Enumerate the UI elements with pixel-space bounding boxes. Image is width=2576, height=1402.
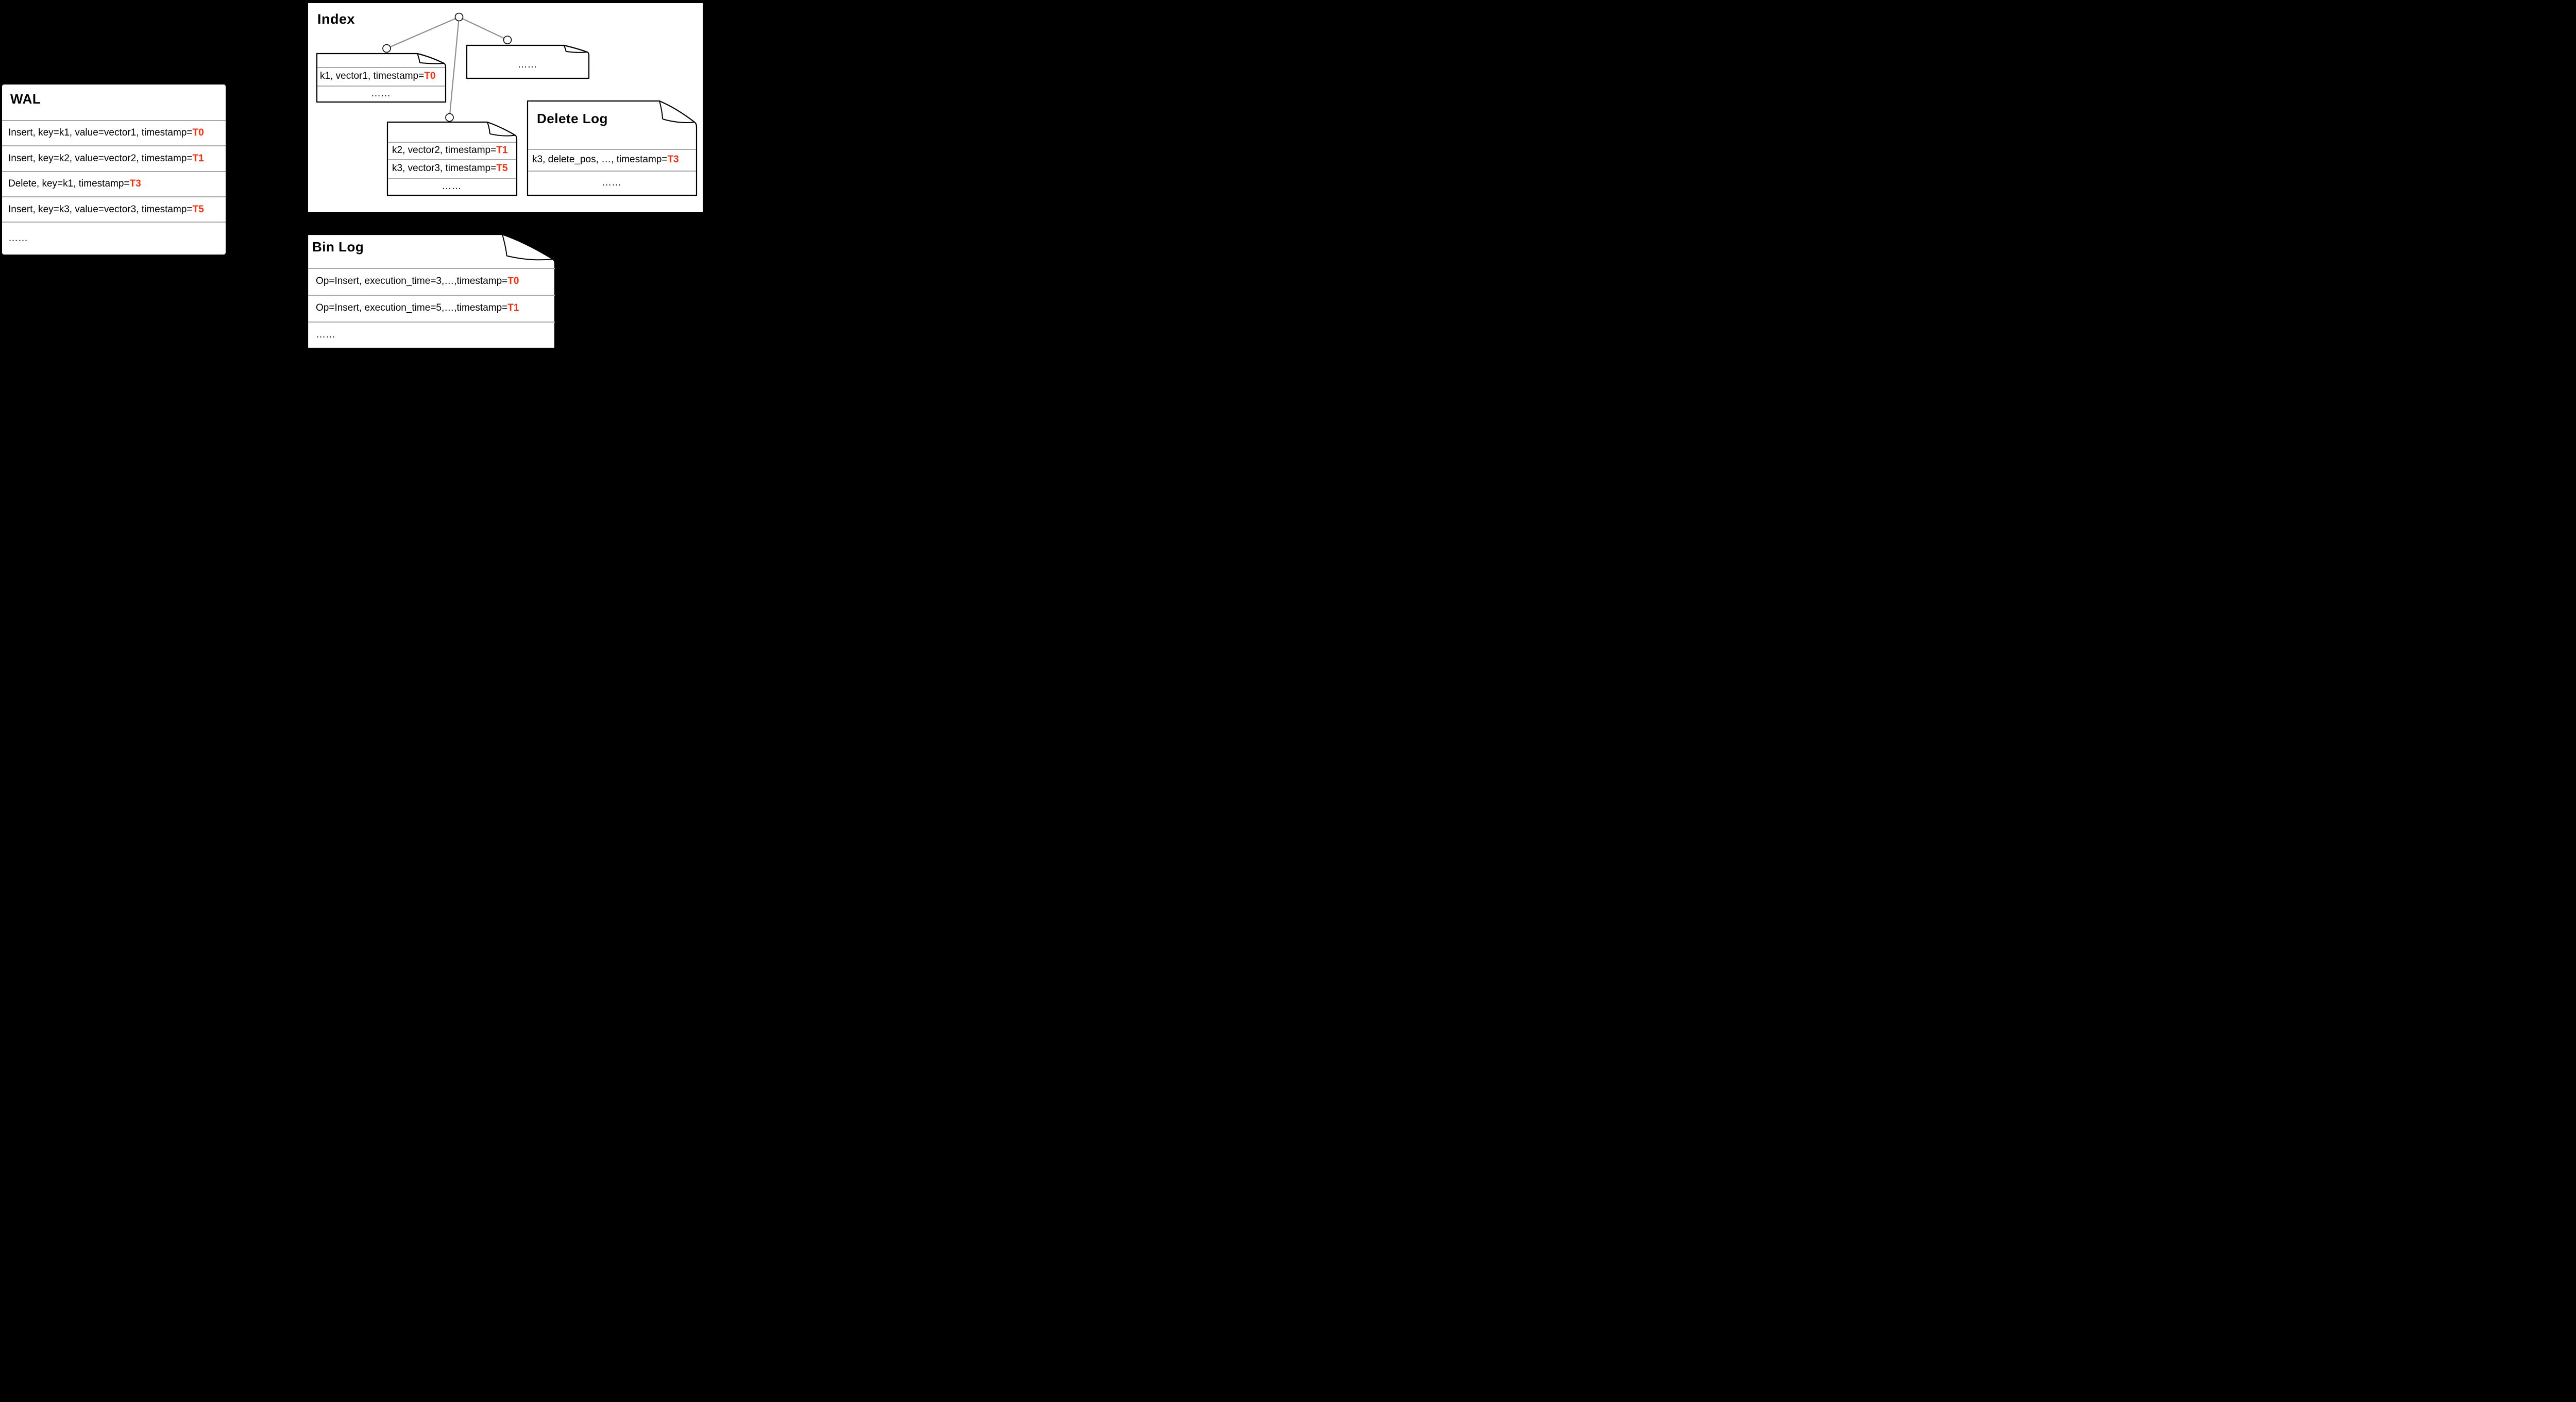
wal-row-insert-k1: Insert, key=k1, value=vector1, timestamp… [2, 120, 226, 145]
tree-node-right [503, 36, 512, 44]
tree-edge-root-right [459, 16, 508, 41]
timestamp-value: T1 [507, 302, 519, 313]
wal-row-text: Delete, key=k1, timestamp= [8, 178, 130, 190]
wal-row-insert-k2: Insert, key=k2, value=vector2, timestamp… [2, 145, 226, 171]
wal-row-delete-k1: Delete, key=k1, timestamp=T3 [2, 171, 226, 196]
folded-page-shape [307, 233, 556, 349]
timestamp-value: T5 [496, 163, 508, 174]
timestamp-value: T3 [667, 154, 679, 165]
row-separator [388, 142, 516, 143]
timestamp-value: T3 [129, 178, 141, 190]
wal-row-insert-k3: Insert, key=k3, value=vector3, timestamp… [2, 196, 226, 222]
row-separator [317, 67, 445, 68]
index-segment-k1-file: k1, vector1, timestamp=T0 …… [316, 53, 447, 103]
index-segment-other-file: …… [466, 44, 590, 79]
index-panel: Index k1, vector1, timestamp=T0 [308, 3, 703, 212]
tree-edge-root-left [386, 16, 460, 49]
timestamp-value: T0 [192, 127, 204, 139]
segment-row-ellipsis: …… [442, 181, 462, 192]
timestamp-value: T0 [507, 276, 519, 286]
bin-log-row-text: Op=Insert, execution_time=5,…,timestamp= [316, 302, 508, 313]
wal-table: WAL Insert, key=k1, value=vector1, times… [2, 85, 226, 255]
delete-log-file: Delete Log k3, delete_pos, …, timestamp=… [527, 100, 698, 196]
row-separator [308, 268, 555, 269]
tree-node-middle [445, 113, 454, 122]
timestamp-value: T1 [192, 153, 204, 164]
wal-row-text: Insert, key=k3, value=vector3, timestamp… [8, 204, 193, 215]
folded-page-shape [386, 121, 518, 196]
timestamp-value: T1 [496, 145, 508, 156]
bin-log-title: Bin Log [312, 239, 364, 255]
row-separator [308, 295, 555, 296]
bin-log-row-ellipsis: …… [316, 329, 335, 340]
index-tree [382, 12, 512, 122]
row-separator [388, 159, 516, 160]
bin-log-row-text: Op=Insert, execution_time=3,…,timestamp= [316, 276, 508, 286]
delete-log-title: Delete Log [537, 111, 608, 126]
segment-row: k2, vector2, timestamp=T1 [387, 142, 516, 159]
segment-row-text: k2, vector2, timestamp= [392, 145, 497, 156]
timestamp-value: T0 [424, 71, 436, 81]
segment-row: k3, vector3, timestamp=T5 [387, 159, 516, 178]
bin-log-file: Bin Log Op=Insert, execution_time=3,…,ti… [307, 233, 556, 349]
row-separator [388, 178, 516, 179]
segment-row: k1, vector1, timestamp=T0 [316, 67, 445, 86]
delete-log-row-text: k3, delete_pos, …, timestamp= [532, 154, 668, 165]
wal-row-text: Insert, key=k2, value=vector2, timestamp… [8, 153, 193, 164]
wal-row-ellipsis: …… [2, 222, 226, 255]
folded-page-shape [527, 100, 698, 196]
row-separator [317, 86, 445, 87]
tree-edge-root-middle [449, 16, 460, 118]
bin-log-row: Op=Insert, execution_time=5,…,timestamp=… [307, 295, 555, 322]
wal-title: WAL [10, 91, 41, 107]
folded-page-shape [316, 53, 447, 103]
row-separator [528, 149, 696, 150]
segment-row-ellipsis: …… [371, 88, 391, 99]
wal-row-text: Insert, key=k1, value=vector1, timestamp… [8, 127, 193, 139]
folded-page-shape [466, 44, 590, 79]
timestamp-value: T5 [192, 204, 204, 215]
delete-log-row-ellipsis: …… [602, 177, 621, 188]
tree-node-root [454, 12, 464, 22]
segment-row-text: k1, vector1, timestamp= [320, 71, 425, 81]
diagram-canvas: WAL Insert, key=k1, value=vector1, times… [0, 0, 704, 350]
index-title: Index [317, 11, 355, 27]
segment-row-ellipsis: …… [517, 59, 537, 70]
bin-log-row: Op=Insert, execution_time=3,…,timestamp=… [307, 268, 555, 295]
segment-row-text: k3, vector3, timestamp= [392, 163, 497, 174]
tree-node-left [382, 44, 391, 53]
index-segment-k2k3-file: k2, vector2, timestamp=T1 k3, vector3, t… [386, 121, 518, 196]
row-separator [308, 322, 555, 323]
row-separator [528, 171, 696, 172]
delete-log-row: k3, delete_pos, …, timestamp=T3 [527, 149, 696, 171]
